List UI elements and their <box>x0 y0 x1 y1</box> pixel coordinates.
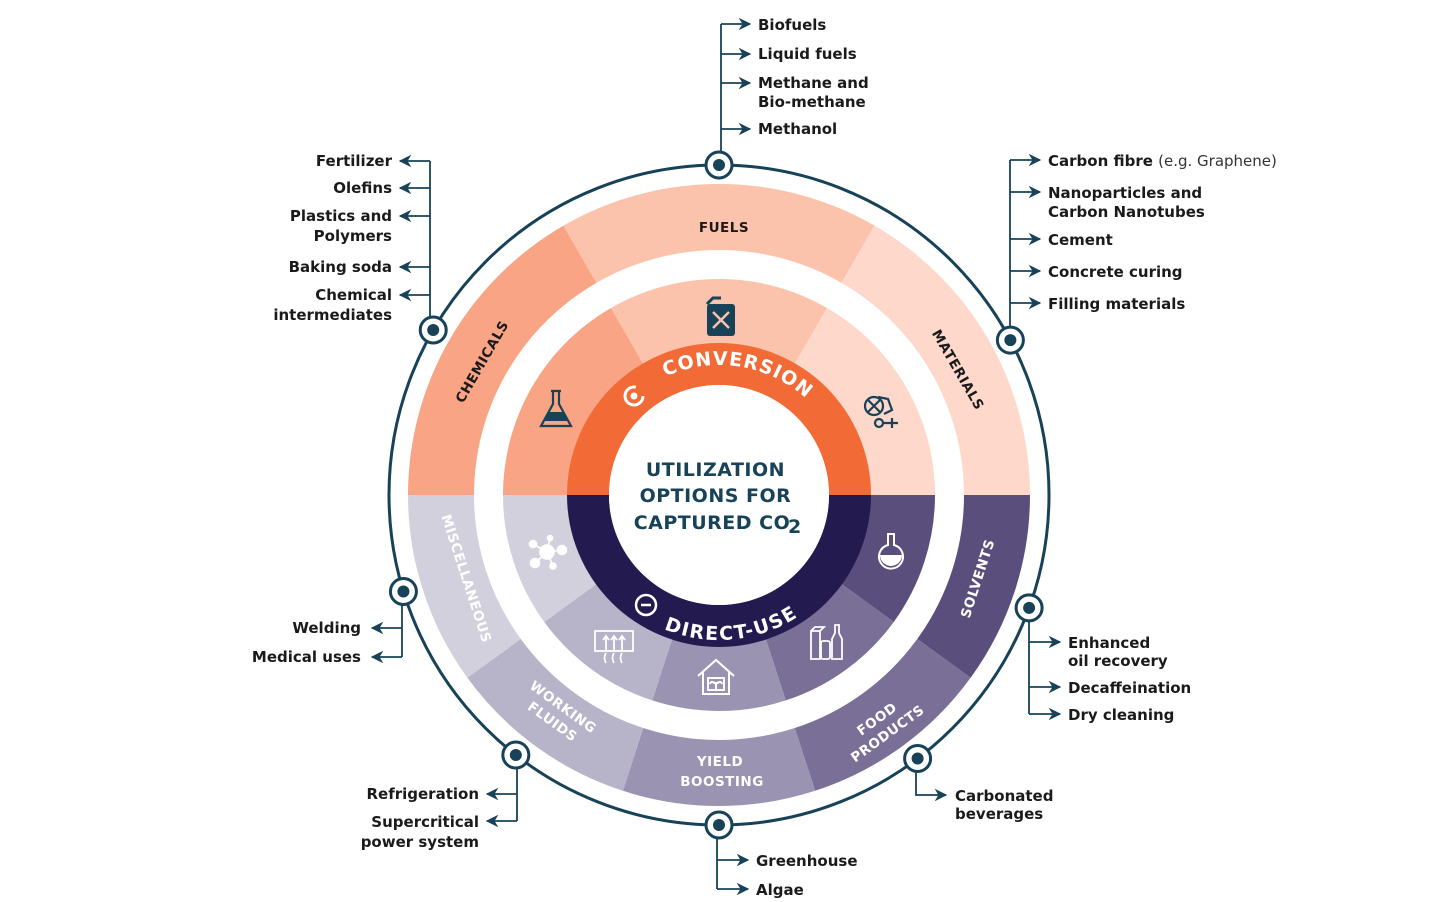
item-algae[interactable]: Algae <box>756 881 804 899</box>
solvents-items: Enhanced oil recovery Decaffeination Dry… <box>1068 634 1191 724</box>
outer-segment-working-fluids[interactable] <box>467 639 644 791</box>
svg-text:YIELD: YIELD <box>696 754 743 770</box>
item-liquid-fuels[interactable]: Liquid fuels <box>758 45 857 63</box>
minus-circle-icon <box>634 593 658 617</box>
node-materials[interactable] <box>995 325 1025 355</box>
chemicals-items: Fertilizer Olefins Plastics and Polymers… <box>273 152 392 324</box>
jerrycan-icon[interactable] <box>705 296 735 336</box>
misc-items: Welding Medical uses <box>252 619 361 666</box>
direct-use-ring[interactable] <box>567 495 871 647</box>
item-carbon-fibre[interactable]: Carbon fibre (e.g. Graphene) <box>1048 152 1277 170</box>
item-refrigeration[interactable]: Refrigeration <box>366 785 479 803</box>
node-fuels[interactable] <box>704 150 734 180</box>
item-cement[interactable]: Cement <box>1048 231 1113 249</box>
node-working-fluids[interactable] <box>501 740 531 770</box>
flask-icon[interactable] <box>539 389 573 428</box>
outer-segment-solvents[interactable] <box>917 495 1030 678</box>
item-polymers[interactable]: Polymers <box>314 227 392 245</box>
outer-segment-food-products[interactable] <box>794 639 971 791</box>
item-biofuels[interactable]: Biofuels <box>758 16 826 34</box>
item-carbonated[interactable]: Carbonated <box>955 787 1053 805</box>
item-fertilizer[interactable]: Fertilizer <box>316 152 393 170</box>
molecule-icon[interactable] <box>528 534 568 570</box>
greenhouse-icon[interactable] <box>697 658 735 695</box>
item-supercritical[interactable]: Supercritical <box>371 813 479 831</box>
heat-exchange-icon[interactable] <box>594 630 634 664</box>
inner-segment-materials[interactable] <box>794 307 935 495</box>
item-dry-cleaning[interactable]: Dry cleaning <box>1068 706 1174 724</box>
item-bio-methane[interactable]: Bio-methane <box>758 93 866 111</box>
item-plastics[interactable]: Plastics and <box>290 207 392 225</box>
item-beverages[interactable]: beverages <box>955 805 1043 823</box>
item-welding[interactable]: Welding <box>292 619 361 637</box>
inner-segments <box>503 279 935 711</box>
inner-segment-chemicals[interactable] <box>503 307 644 495</box>
materials-items: Carbon fibre (e.g. Graphene) Nanoparticl… <box>1048 152 1277 313</box>
nodes <box>388 150 1044 840</box>
node-miscellaneous[interactable] <box>388 576 418 606</box>
item-enhanced[interactable]: Enhanced <box>1068 634 1150 652</box>
item-filling-materials[interactable]: Filling materials <box>1048 295 1185 313</box>
outer-segment-miscellaneous[interactable] <box>408 495 521 678</box>
node-food-products[interactable] <box>903 744 933 774</box>
conversion-ring[interactable] <box>567 343 871 495</box>
food-items: Carbonated beverages <box>955 787 1053 823</box>
graphene-note: (e.g. Graphene) <box>1158 152 1277 170</box>
outer-segment-fuels[interactable] <box>563 183 875 283</box>
node-chemicals[interactable] <box>418 315 448 345</box>
item-methane[interactable]: Methane and <box>758 74 869 92</box>
round-flask-icon[interactable] <box>878 533 904 570</box>
co2-subscript: 2 <box>788 516 802 538</box>
outer-segment-yield-boosting[interactable] <box>622 728 816 806</box>
item-concrete-curing[interactable]: Concrete curing <box>1048 263 1183 281</box>
item-medical-uses[interactable]: Medical uses <box>252 648 361 666</box>
item-methanol[interactable]: Methanol <box>758 120 837 138</box>
label-fuels: FUELS <box>699 220 749 236</box>
cycle-icon <box>623 385 645 407</box>
item-nanotubes[interactable]: Carbon Nanotubes <box>1048 203 1205 221</box>
outer-segments <box>408 183 1031 806</box>
inner-segment-yield-boosting[interactable] <box>652 637 786 711</box>
center-circle <box>609 385 829 605</box>
item-greenhouse[interactable]: Greenhouse <box>756 852 858 870</box>
center-title: UTILIZATION OPTIONS FOR CAPTURED CO <box>634 459 799 534</box>
outer-segment-materials[interactable] <box>841 225 1031 496</box>
node-solvents[interactable] <box>1014 593 1044 623</box>
node-yield-boosting[interactable] <box>704 810 734 840</box>
item-oil-recovery[interactable]: oil recovery <box>1068 652 1168 670</box>
item-chemical[interactable]: Chemical <box>315 286 392 304</box>
item-baking-soda[interactable]: Baking soda <box>289 258 392 276</box>
item-power-system[interactable]: power system <box>361 833 479 851</box>
item-olefins[interactable]: Olefins <box>333 179 392 197</box>
outer-segment-chemicals[interactable] <box>408 225 597 496</box>
item-intermediates[interactable]: intermediates <box>273 306 392 324</box>
working-items: Refrigeration Supercritical power system <box>361 785 479 851</box>
cement-mixer-icon[interactable] <box>863 395 898 429</box>
svg-text:BOOSTING: BOOSTING <box>680 774 764 790</box>
beverages-icon[interactable] <box>810 624 843 660</box>
item-decaffeination[interactable]: Decaffeination <box>1068 679 1191 697</box>
label-yield-boosting: YIELD BOOSTING <box>680 754 764 790</box>
yield-items: Greenhouse Algae <box>756 852 858 899</box>
item-nanoparticles[interactable]: Nanoparticles and <box>1048 184 1202 202</box>
fuels-items: Biofuels Liquid fuels Methane and Bio-me… <box>758 16 869 138</box>
inner-segment-working-fluids[interactable] <box>544 583 673 701</box>
